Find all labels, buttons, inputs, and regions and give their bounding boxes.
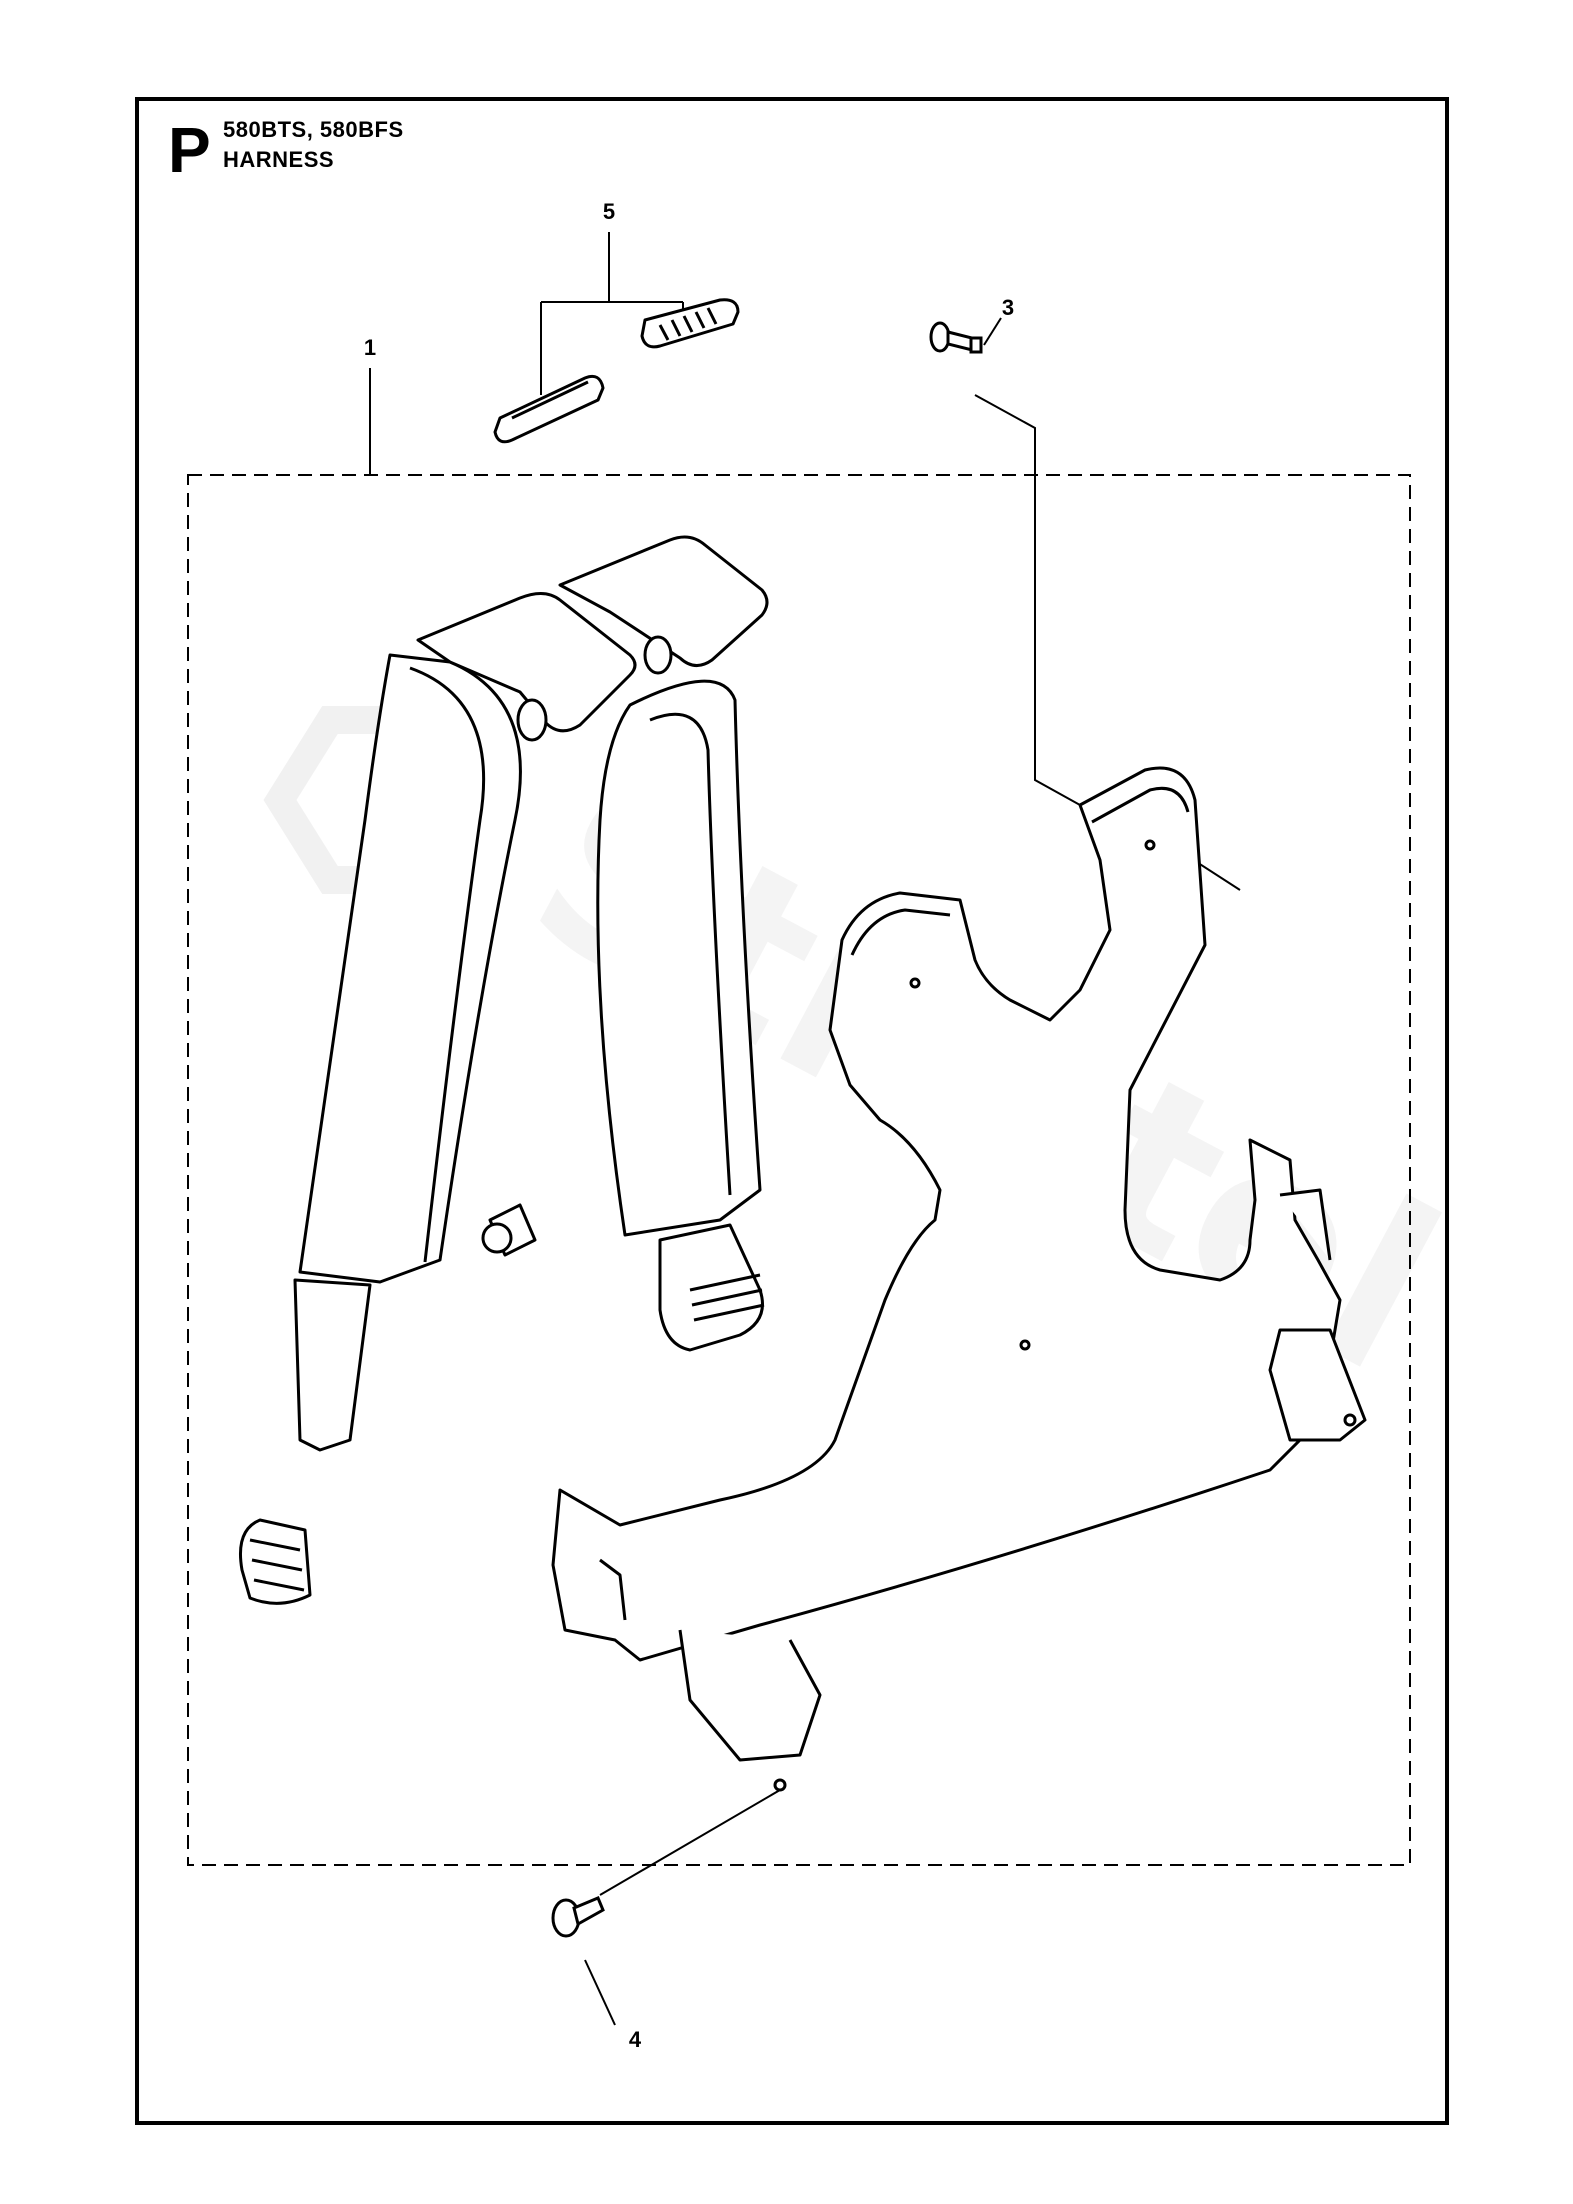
- screw-item-4: [551, 1896, 605, 1938]
- callout-item-5: 5: [602, 199, 616, 224]
- shoulder-strap-right: [481, 535, 769, 1352]
- screw-item-3: [929, 321, 983, 354]
- shoulder-strap-left: [239, 592, 637, 1605]
- page-frame: [135, 97, 1449, 2125]
- callout-item-3: 3: [1001, 295, 1015, 320]
- callout-item-4: 4: [628, 2027, 642, 2052]
- model-numbers: 580BTS, 580BFS: [223, 117, 404, 142]
- assembly-title: HARNESS: [223, 147, 335, 172]
- callout-item-1: 1: [363, 335, 377, 360]
- harness-back-plate: [551, 766, 1367, 1792]
- section-letter: P: [168, 114, 211, 186]
- kit-boundary-dashed: [187, 474, 1411, 1866]
- strap-keeper-part: [493, 298, 740, 444]
